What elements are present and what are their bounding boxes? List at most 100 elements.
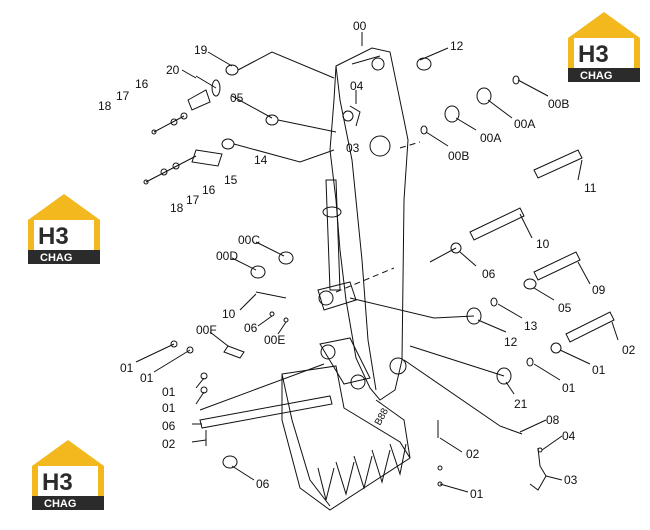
pin-09	[533, 251, 581, 281]
clip-03	[529, 447, 547, 491]
label-16-a: 16	[135, 77, 149, 91]
label-10-b: 02	[622, 343, 636, 357]
bushing-00f	[496, 367, 512, 385]
label-01-f: 01	[162, 401, 176, 415]
bolt-01-f	[200, 386, 208, 394]
label-01-e: 01	[162, 385, 176, 399]
label-08: 08	[546, 413, 560, 427]
label-06-b: 01	[592, 363, 606, 377]
label-14: 14	[254, 153, 268, 167]
pin-11	[533, 149, 583, 179]
arm-bottom-bore	[389, 357, 407, 375]
label-11: 11	[584, 181, 597, 195]
label-05-b: 05	[558, 301, 572, 315]
label-18-b: 18	[170, 201, 184, 215]
bracket-21	[223, 345, 245, 359]
leader-00a-a	[487, 99, 513, 119]
linkage-bore-1	[318, 290, 334, 306]
logo-mark: H3	[42, 469, 73, 496]
cylinder-collar	[322, 206, 342, 218]
bolt-18-b	[143, 179, 149, 185]
linkage-bore-3	[350, 374, 366, 390]
tooth-4	[371, 449, 391, 484]
leader-00b-a	[517, 79, 549, 97]
leader-00c	[497, 303, 523, 319]
label-09: 09	[592, 283, 606, 297]
pin-02-a	[255, 291, 287, 299]
logo-top-right: H3 CHAG	[568, 12, 640, 82]
ring-00e	[526, 357, 534, 367]
leader-05-a	[231, 95, 273, 119]
tooth-2	[335, 461, 355, 496]
label-00a-b: 00A	[480, 131, 501, 145]
label-02-a: 10	[222, 307, 236, 321]
label-15: 15	[224, 173, 238, 187]
label-06-a: 06	[482, 267, 496, 281]
bushing-00a-b	[444, 105, 460, 123]
label-17-b: 17	[186, 193, 200, 207]
leader-10-b	[611, 321, 619, 341]
leader-09	[577, 261, 591, 285]
logo-bottom-left: H3 CHAG	[32, 440, 104, 510]
washer-17-b	[160, 168, 168, 176]
leader-05-b	[533, 287, 555, 301]
leader-01-f	[195, 391, 205, 405]
leader-ring-06a	[429, 247, 457, 263]
leader-12-b	[231, 257, 257, 271]
leader-10-a	[519, 213, 533, 239]
pin-20-head	[211, 79, 221, 97]
washer-14	[221, 138, 235, 150]
bolt-01-c	[170, 340, 178, 348]
pin-06-long	[199, 395, 333, 429]
label-19: 19	[194, 43, 208, 57]
label-03-b: 03	[564, 473, 578, 487]
washer-16-b	[172, 162, 180, 170]
bolt-01-d	[186, 346, 194, 354]
label-10-a: 10	[536, 237, 550, 251]
pin-10-a	[469, 207, 525, 241]
label-13: 00C	[238, 233, 260, 247]
leader-bushing-00d	[349, 297, 475, 319]
logo-word: CHAG	[44, 498, 76, 510]
leader-bushing-00f	[409, 345, 505, 377]
bolt-01-g-2	[437, 481, 443, 487]
label-00b-a: 00B	[548, 97, 569, 111]
bucket-body	[281, 365, 411, 511]
washer-05-b	[523, 278, 537, 290]
part-labels: 00 12 19 20 16 17 18 05 04 03 14 15 16 1…	[98, 19, 636, 501]
leader-02-a	[239, 293, 257, 311]
leader-06-a	[459, 251, 477, 267]
leader-01-e	[195, 377, 205, 389]
label-12-top: 12	[450, 39, 464, 53]
arm-top-bore	[371, 57, 385, 71]
label-01-b: 00E	[264, 333, 285, 347]
ring-00b-b	[420, 125, 428, 135]
tooth-1	[317, 467, 335, 501]
leader-00a-b	[455, 117, 477, 131]
pin-08	[499, 425, 523, 435]
bolt-01-e	[200, 372, 208, 380]
label-16-b: 16	[202, 183, 216, 197]
leader-06-d	[231, 465, 255, 481]
label-00d: 12	[504, 335, 518, 349]
leader-03-b	[545, 475, 563, 481]
bolt-line-a	[153, 115, 185, 133]
arm-small-bore	[342, 110, 354, 122]
washer-12-top	[416, 57, 432, 71]
leader-02-b	[191, 439, 207, 443]
bolt-line-b	[145, 155, 197, 183]
leader-04-b	[541, 435, 563, 451]
label-12-b: 00D	[216, 249, 238, 263]
label-01-c: 01	[120, 361, 134, 375]
leader-00f	[505, 381, 515, 395]
arm-body	[329, 47, 409, 401]
linkage-bore-2	[320, 344, 336, 360]
ring-06-b	[550, 342, 562, 354]
bolt-01-b	[283, 317, 289, 323]
label-00f: 21	[514, 397, 528, 411]
ring-06-a	[450, 242, 462, 254]
label-02-b: 02	[162, 437, 176, 451]
linkage-lower	[319, 337, 371, 385]
pin-10-b	[565, 311, 615, 343]
